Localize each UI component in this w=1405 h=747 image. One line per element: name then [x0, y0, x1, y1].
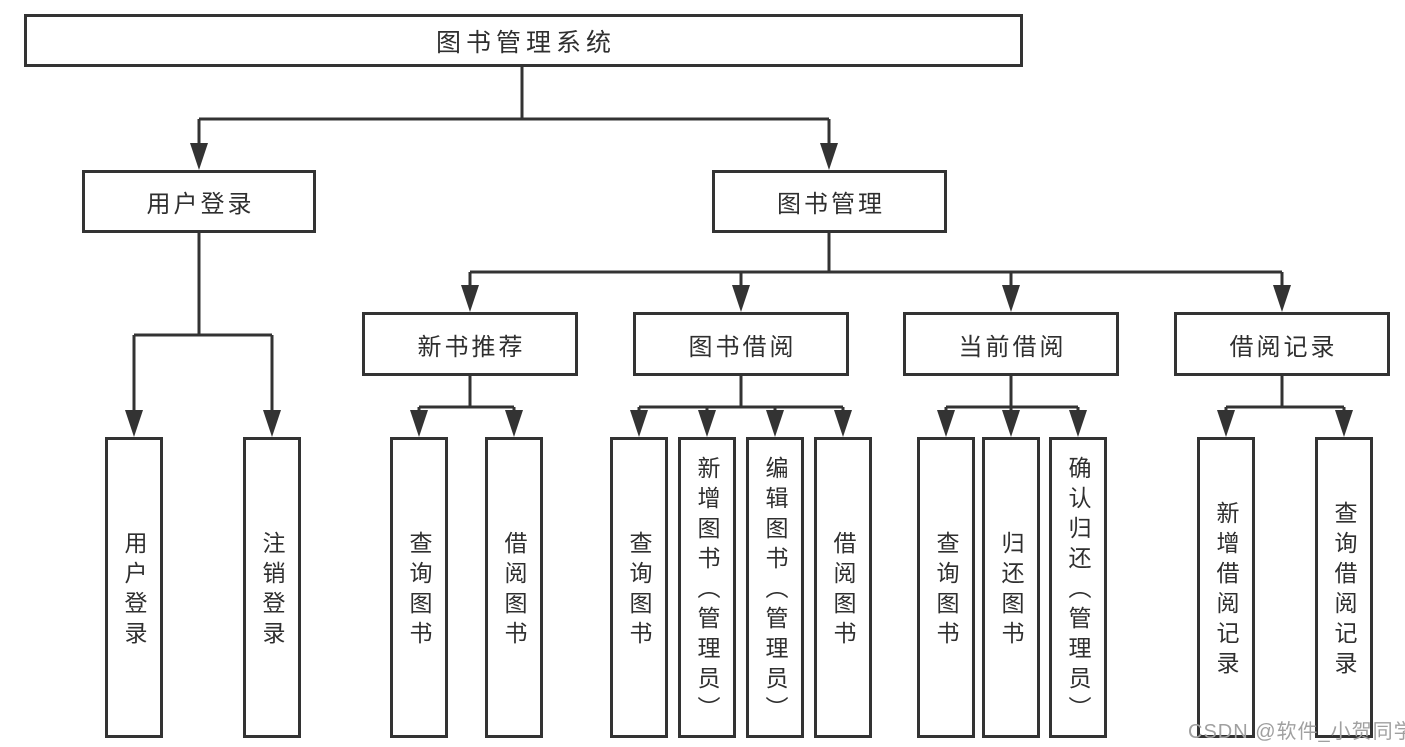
- connector-root-split: [197, 67, 831, 148]
- arrowhead-icon: [1273, 285, 1291, 312]
- node-new-book-recommend-label: 新书推荐: [417, 333, 526, 361]
- leaf-logout: 注销登录: [243, 437, 301, 738]
- arrowhead-icon: [732, 285, 750, 312]
- leaf-query-books-current-label: 查询图书: [933, 531, 959, 651]
- leaf-query-books-recommend: 查询图书: [390, 437, 448, 738]
- arrowhead-icon: [190, 143, 208, 170]
- leaf-borrow-books: 借阅图书: [814, 437, 872, 738]
- arrowhead-icon: [698, 410, 716, 437]
- leaf-edit-books-admin-label: 编辑图书（管理员）: [762, 456, 788, 726]
- leaf-query-borrow-record: 查询借阅记录: [1315, 437, 1373, 738]
- node-book-management: 图书管理: [712, 170, 947, 233]
- leaf-confirm-return-admin: 确认归还（管理员）: [1049, 437, 1107, 738]
- leaf-query-books-borrow-label: 查询图书: [626, 531, 652, 651]
- leaf-query-books-current: 查询图书: [917, 437, 975, 738]
- leaf-confirm-return-admin-label: 确认归还（管理员）: [1065, 456, 1091, 726]
- arrowhead-icon: [630, 410, 648, 437]
- leaf-add-books-admin: 新增图书（管理员）: [678, 437, 736, 738]
- leaf-borrow-books-label: 借阅图书: [830, 531, 856, 651]
- leaf-logout-label: 注销登录: [259, 531, 285, 651]
- arrowhead-icon: [410, 410, 428, 437]
- leaf-edit-books-admin: 编辑图书（管理员）: [746, 437, 804, 738]
- arrowhead-icon: [1002, 285, 1020, 312]
- node-current-borrow: 当前借阅: [903, 312, 1119, 376]
- leaf-query-books-borrow: 查询图书: [610, 437, 668, 738]
- node-root-label: 图书管理系统: [435, 28, 616, 57]
- arrowhead-icon: [766, 410, 784, 437]
- node-book-management-label: 图书管理: [777, 191, 885, 218]
- node-borrow-records-label: 借阅记录: [1229, 333, 1338, 361]
- node-borrow-records: 借阅记录: [1174, 312, 1390, 376]
- csdn-watermark: CSDN @软件_小贺同学: [1188, 721, 1405, 743]
- leaf-borrow-books-recommend-label: 借阅图书: [501, 531, 527, 651]
- leaf-return-books: 归还图书: [982, 437, 1040, 738]
- leaf-return-books-label: 归还图书: [998, 531, 1024, 651]
- arrowhead-icon: [125, 410, 143, 437]
- arrowhead-icon: [1335, 410, 1353, 437]
- arrowhead-icon: [937, 410, 955, 437]
- connector-current-borrow-split: [944, 376, 1080, 415]
- arrowhead-icon: [505, 410, 523, 437]
- arrowhead-icon: [263, 410, 281, 437]
- leaf-borrow-books-recommend: 借阅图书: [485, 437, 543, 738]
- arrowhead-icon: [461, 285, 479, 312]
- arrowhead-icon: [834, 410, 852, 437]
- connector-new-book-split: [417, 376, 516, 415]
- connector-user-login-split: [132, 233, 274, 415]
- leaf-query-books-recommend-label: 查询图书: [406, 531, 432, 651]
- arrowhead-icon: [820, 143, 838, 170]
- node-user-login: 用户登录: [82, 170, 316, 233]
- leaf-add-borrow-record-label: 新增借阅记录: [1213, 501, 1239, 681]
- connector-borrow-record-split: [1224, 376, 1346, 415]
- connector-book-borrow-split: [637, 376, 845, 415]
- node-new-book-recommend: 新书推荐: [362, 312, 578, 376]
- arrowhead-icon: [1217, 410, 1235, 437]
- node-user-login-label: 用户登录: [146, 191, 255, 218]
- node-root: 图书管理系统: [24, 14, 1023, 67]
- arrowhead-icon: [1002, 410, 1020, 437]
- leaf-user-login: 用户登录: [105, 437, 163, 738]
- node-current-borrow-label: 当前借阅: [958, 333, 1067, 361]
- leaf-user-login-label: 用户登录: [121, 531, 147, 651]
- leaf-add-books-admin-label: 新增图书（管理员）: [694, 456, 720, 726]
- node-book-borrow-label: 图书借阅: [688, 333, 797, 361]
- leaf-add-borrow-record: 新增借阅记录: [1197, 437, 1255, 738]
- node-book-borrow: 图书借阅: [633, 312, 849, 376]
- connector-book-management-split: [468, 233, 1284, 290]
- leaf-query-borrow-record-label: 查询借阅记录: [1331, 501, 1357, 681]
- arrowhead-icon: [1069, 410, 1087, 437]
